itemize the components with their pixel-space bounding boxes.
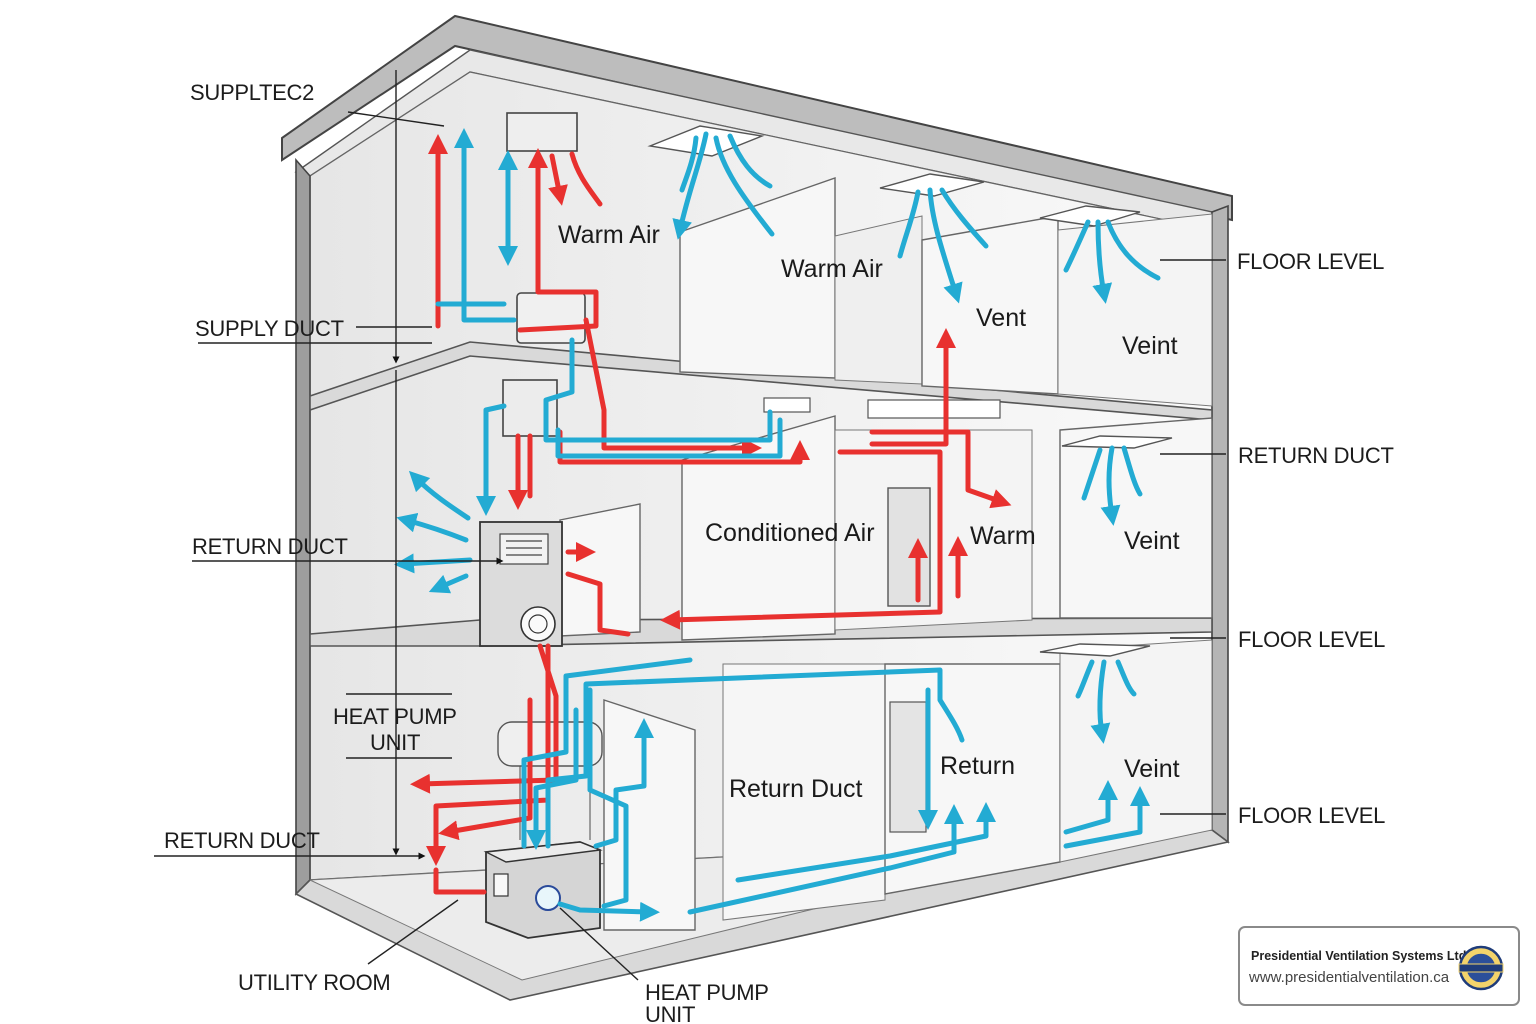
room-label-veint-bottom: Veint	[1124, 755, 1180, 783]
callout-floor-level-mid: FLOOR LEVEL	[1238, 627, 1385, 652]
callout-floor-level-bottom: FLOOR LEVEL	[1238, 803, 1385, 828]
partition-upper-4	[1057, 213, 1213, 407]
roof	[281, 14, 1233, 222]
callout-labels: SUPPLTEC2 SUPPLY DUCT RETURN DUCT HEAT P…	[164, 80, 1394, 1024]
door-low	[889, 701, 927, 833]
air-handler-unit	[479, 521, 563, 647]
room-labels: Warm Air Warm Air Vent Veint Conditioned…	[558, 221, 1180, 803]
room-label-warm-air-2: Warm Air	[781, 255, 883, 283]
callout-heat-pump-unit-bottom-2: UNIT	[645, 1002, 695, 1024]
partition-upper-2	[834, 215, 923, 385]
right-exterior-wall	[1211, 204, 1229, 844]
room-label-warm: Warm	[970, 522, 1036, 550]
warm-airflow-paths	[410, 134, 1012, 895]
callout-return-duct-right: RETURN DUCT	[1238, 443, 1394, 468]
callout-return-duct-low: RETURN DUCT	[164, 828, 320, 853]
door-mid	[887, 487, 931, 607]
callout-heat-pump-unit-bottom-1: HEAT PUMP	[645, 980, 769, 1005]
partition-mid-3	[1059, 417, 1213, 619]
room-label-veint-top: Veint	[1122, 332, 1178, 360]
room-label-return: Return	[940, 752, 1015, 780]
room-label-veint-mid: Veint	[1124, 527, 1180, 555]
partition-low-2	[722, 663, 886, 921]
ceiling-vent-5	[1039, 643, 1151, 657]
ceiling-vent-3	[1039, 205, 1141, 227]
leader-lines	[154, 70, 1226, 981]
presidential-seal-icon	[1458, 945, 1504, 991]
room-label-conditioned-air: Conditioned Air	[705, 519, 875, 547]
logo-company-name: Presidential Ventilation Systems Ltd.	[1251, 949, 1470, 963]
mid-register	[763, 397, 811, 413]
partition-mid-1	[681, 415, 836, 641]
room-label-return-duct: Return Duct	[729, 775, 862, 803]
left-exterior-wall	[295, 157, 311, 896]
room-label-vent-top: Vent	[976, 304, 1026, 332]
callout-heat-pump-unit-left-2: UNIT	[370, 730, 420, 755]
cool-airflow-paths	[394, 128, 1161, 922]
room-label-warm-air-1: Warm Air	[558, 221, 660, 249]
company-logo-box[interactable]: Presidential Ventilation Systems Ltd. ww…	[1238, 926, 1520, 1006]
callout-heat-pump-unit-left-1: HEAT PUMP	[333, 704, 457, 729]
mid-plenum-box	[502, 379, 558, 437]
callout-supply-duct: SUPPLY DUCT	[195, 316, 344, 341]
building-shell	[281, 14, 1233, 1001]
logo-website-url[interactable]: www.presidentialventilation.ca	[1249, 969, 1450, 986]
callout-utility-room: UTILITY ROOM	[238, 970, 390, 995]
mid-register-2	[867, 399, 1001, 419]
callout-floor-level-top: FLOOR LEVEL	[1237, 249, 1384, 274]
attic-duct-box	[506, 112, 578, 152]
callout-return-duct-mid: RETURN DUCT	[192, 534, 348, 559]
callout-suppltec2: SUPPLTEC2	[190, 80, 314, 105]
upper-air-handler	[516, 292, 586, 344]
